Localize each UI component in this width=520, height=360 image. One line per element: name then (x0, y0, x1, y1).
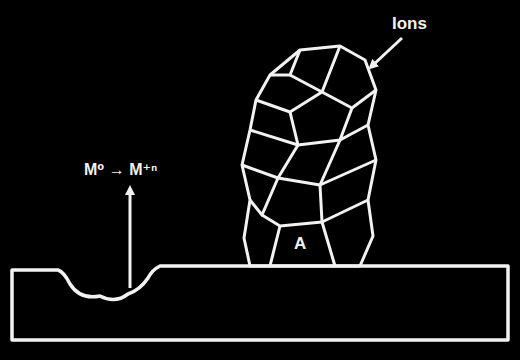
ions-label: Ions (392, 14, 427, 34)
metal-plate (12, 266, 508, 340)
cell-label: A (294, 234, 306, 254)
ion-deposit (242, 46, 376, 266)
reaction-label: M⁰ → M⁺ⁿ (84, 160, 157, 179)
ions-leader-arrow (372, 38, 402, 66)
dissolution-arrow (129, 190, 132, 288)
